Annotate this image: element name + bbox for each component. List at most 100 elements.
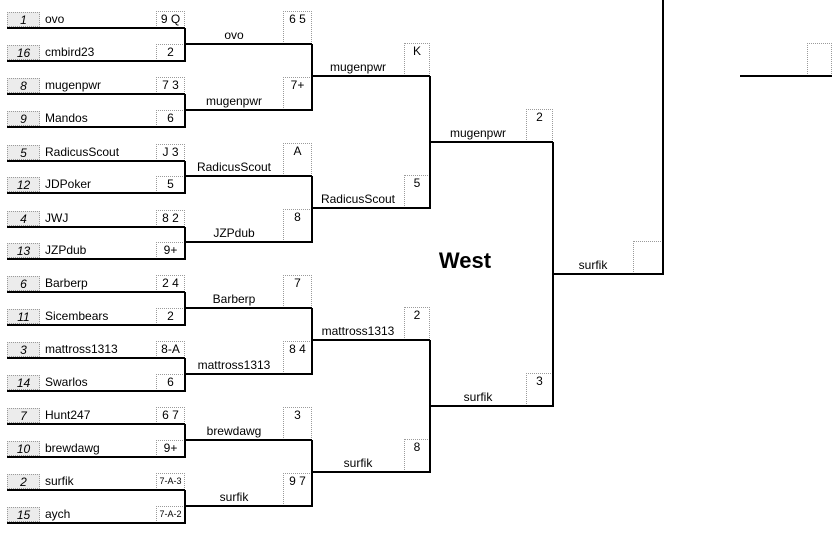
score-box: 3	[283, 407, 312, 440]
score-box: J 3	[156, 144, 185, 161]
bracket-line	[7, 60, 185, 62]
team-name: Barberp	[45, 276, 88, 290]
score-box: 6	[156, 374, 185, 391]
score-box	[633, 241, 663, 274]
bracket-line	[7, 258, 185, 260]
bracket-line	[312, 75, 430, 77]
winner-name	[740, 60, 807, 75]
winner-name: mugenpwr	[329, 60, 387, 74]
seed-number: 12	[7, 177, 40, 192]
bracket-line	[553, 273, 663, 275]
bracket-line	[7, 357, 185, 359]
winner-name: brewdawg	[206, 424, 262, 438]
score-box: 6 5	[283, 11, 312, 44]
bracket-line	[7, 423, 185, 425]
score-box: 9 Q	[156, 11, 185, 28]
team-name: ovo	[45, 12, 65, 26]
score-box: 2	[156, 308, 185, 325]
score-box: 9 7	[283, 473, 312, 506]
bracket-line	[311, 440, 313, 507]
bracket-line	[430, 141, 553, 143]
bracket-line	[185, 307, 312, 309]
bracket-line	[7, 456, 185, 458]
bracket-line	[430, 405, 553, 407]
bracket-line	[184, 227, 186, 260]
score-box: 2	[526, 109, 553, 142]
score-box: 8	[404, 439, 430, 472]
score-box: 7-A-3	[156, 473, 185, 490]
winner-name: mugenpwr	[449, 126, 507, 140]
seed-number: 4	[7, 211, 40, 226]
seed-number: 16	[7, 45, 40, 60]
bracket-line	[7, 390, 185, 392]
bracket-line	[7, 27, 185, 29]
score-box: 2	[404, 307, 430, 340]
seed-number: 2	[7, 474, 40, 489]
winner-name: ovo	[224, 28, 244, 42]
score-box: A	[283, 143, 312, 176]
score-box: 7+	[283, 77, 312, 110]
seed-number: 8	[7, 78, 40, 93]
score-box: 3	[526, 373, 553, 406]
winner-name: RadicusScout	[320, 192, 396, 206]
bracket-line	[7, 489, 185, 491]
bracket-line	[311, 308, 313, 375]
team-name: mugenpwr	[45, 78, 102, 92]
score-box: 7 3	[156, 77, 185, 94]
seed-number: 6	[7, 276, 40, 291]
winner-name: mugenpwr	[205, 94, 263, 108]
score-box: 8 2	[156, 210, 185, 227]
winner-name: surfik	[463, 390, 493, 404]
score-box: 6 7	[156, 407, 185, 424]
team-name: JZPdub	[45, 243, 87, 257]
score-box: 5	[156, 176, 185, 193]
bracket-line	[184, 94, 186, 128]
score-box: 6	[156, 110, 185, 127]
score-box: 8	[283, 209, 312, 242]
team-name: brewdawg	[45, 441, 100, 455]
team-name: Sicembears	[45, 309, 109, 323]
winner-name: surfik	[343, 456, 373, 470]
bracket-line	[7, 226, 185, 228]
score-box: 9+	[156, 440, 185, 457]
bracket-line	[740, 75, 832, 77]
winner-name: surfik	[219, 490, 249, 504]
bracket-line	[7, 192, 185, 194]
bracket-line	[185, 505, 312, 507]
score-box: 2 4	[156, 275, 185, 292]
score-box	[807, 43, 832, 76]
team-name: surfik	[45, 474, 74, 488]
winner-name: mattross1313	[321, 324, 395, 338]
score-box: 7-A-2	[156, 506, 185, 523]
score-box: 5	[404, 175, 430, 208]
seed-number: 5	[7, 145, 40, 160]
team-name: mattross1313	[45, 342, 118, 356]
bracket-line	[7, 160, 185, 162]
bracket-line	[184, 358, 186, 392]
score-box: 7	[283, 275, 312, 308]
team-name: JWJ	[45, 211, 69, 225]
winner-name: surfik	[578, 258, 608, 272]
seed-number: 13	[7, 243, 40, 258]
bracket-line	[311, 176, 313, 243]
score-box: 8-A	[156, 341, 185, 358]
team-name: Swarlos	[45, 375, 88, 389]
winner-name: mattross1313	[197, 358, 271, 372]
bracket-line	[7, 522, 185, 524]
score-box: K	[404, 43, 430, 76]
bracket-line	[185, 373, 312, 375]
bracket-line	[185, 43, 312, 45]
bracket-line	[7, 126, 185, 128]
seed-number: 1	[7, 12, 40, 27]
seed-number: 11	[7, 309, 40, 324]
team-name: cmbird23	[45, 45, 95, 59]
score-box: 9+	[156, 242, 185, 259]
score-box: 8 4	[283, 341, 312, 374]
bracket-line	[7, 291, 185, 293]
bracket-line	[7, 324, 185, 326]
team-name: Mandos	[45, 111, 88, 125]
winner-name: Barberp	[212, 292, 256, 306]
bracket-line	[184, 490, 186, 524]
seed-number: 9	[7, 111, 40, 126]
